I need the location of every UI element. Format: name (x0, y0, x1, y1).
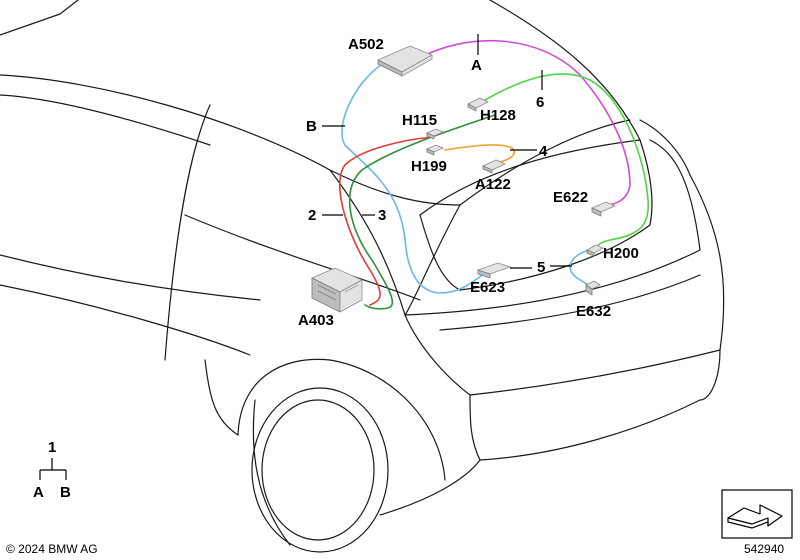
labels: A502 A B H115 H128 6 H199 4 A122 E622 2 … (298, 36, 639, 329)
h199-part (426, 144, 444, 156)
label-e622: E622 (553, 189, 588, 206)
label-a403: A403 (298, 312, 334, 329)
a403-module-part (311, 267, 363, 313)
label-h115: H115 (402, 112, 437, 129)
wire-4 (444, 144, 516, 164)
h115-part (426, 128, 444, 140)
label-3: 3 (378, 207, 386, 224)
a122-part (482, 159, 506, 174)
image-number: 542940 (744, 542, 784, 556)
h200-part (586, 244, 604, 257)
label-6: 6 (536, 94, 544, 111)
label-5: 5 (537, 259, 545, 276)
wire-3 (348, 114, 496, 310)
h128-part (467, 97, 489, 112)
wire-b (341, 61, 491, 294)
e623-part (476, 262, 512, 279)
legend-child-a: A (33, 484, 44, 501)
copyright-text: © 2024 BMW AG (6, 542, 98, 556)
label-e623: E623 (470, 279, 505, 296)
legend-child-b: B (60, 484, 71, 501)
wires (339, 39, 650, 310)
wire-6 (484, 73, 650, 249)
a502-module-part (377, 45, 433, 77)
legend-tree: 1 A B (33, 439, 71, 501)
e632-part (585, 280, 601, 296)
label-a122: A122 (475, 176, 511, 193)
label-a502: A502 (348, 36, 384, 53)
label-2: 2 (308, 207, 316, 224)
footer: © 2024 BMW AG 542940 (6, 489, 793, 556)
components (311, 45, 616, 313)
wire-2 (339, 136, 434, 306)
label-4: 4 (539, 143, 548, 160)
label-h200: H200 (603, 245, 639, 262)
legend-parent: 1 (48, 439, 56, 456)
view-orientation-icon (721, 489, 793, 539)
label-h128: H128 (480, 107, 516, 124)
e622-part (591, 201, 616, 217)
wire-a (414, 39, 631, 206)
label-a: A (471, 57, 482, 74)
label-b: B (306, 118, 317, 135)
leader-lines (322, 34, 572, 269)
label-e632: E632 (576, 303, 611, 320)
label-h199: H199 (411, 158, 447, 175)
